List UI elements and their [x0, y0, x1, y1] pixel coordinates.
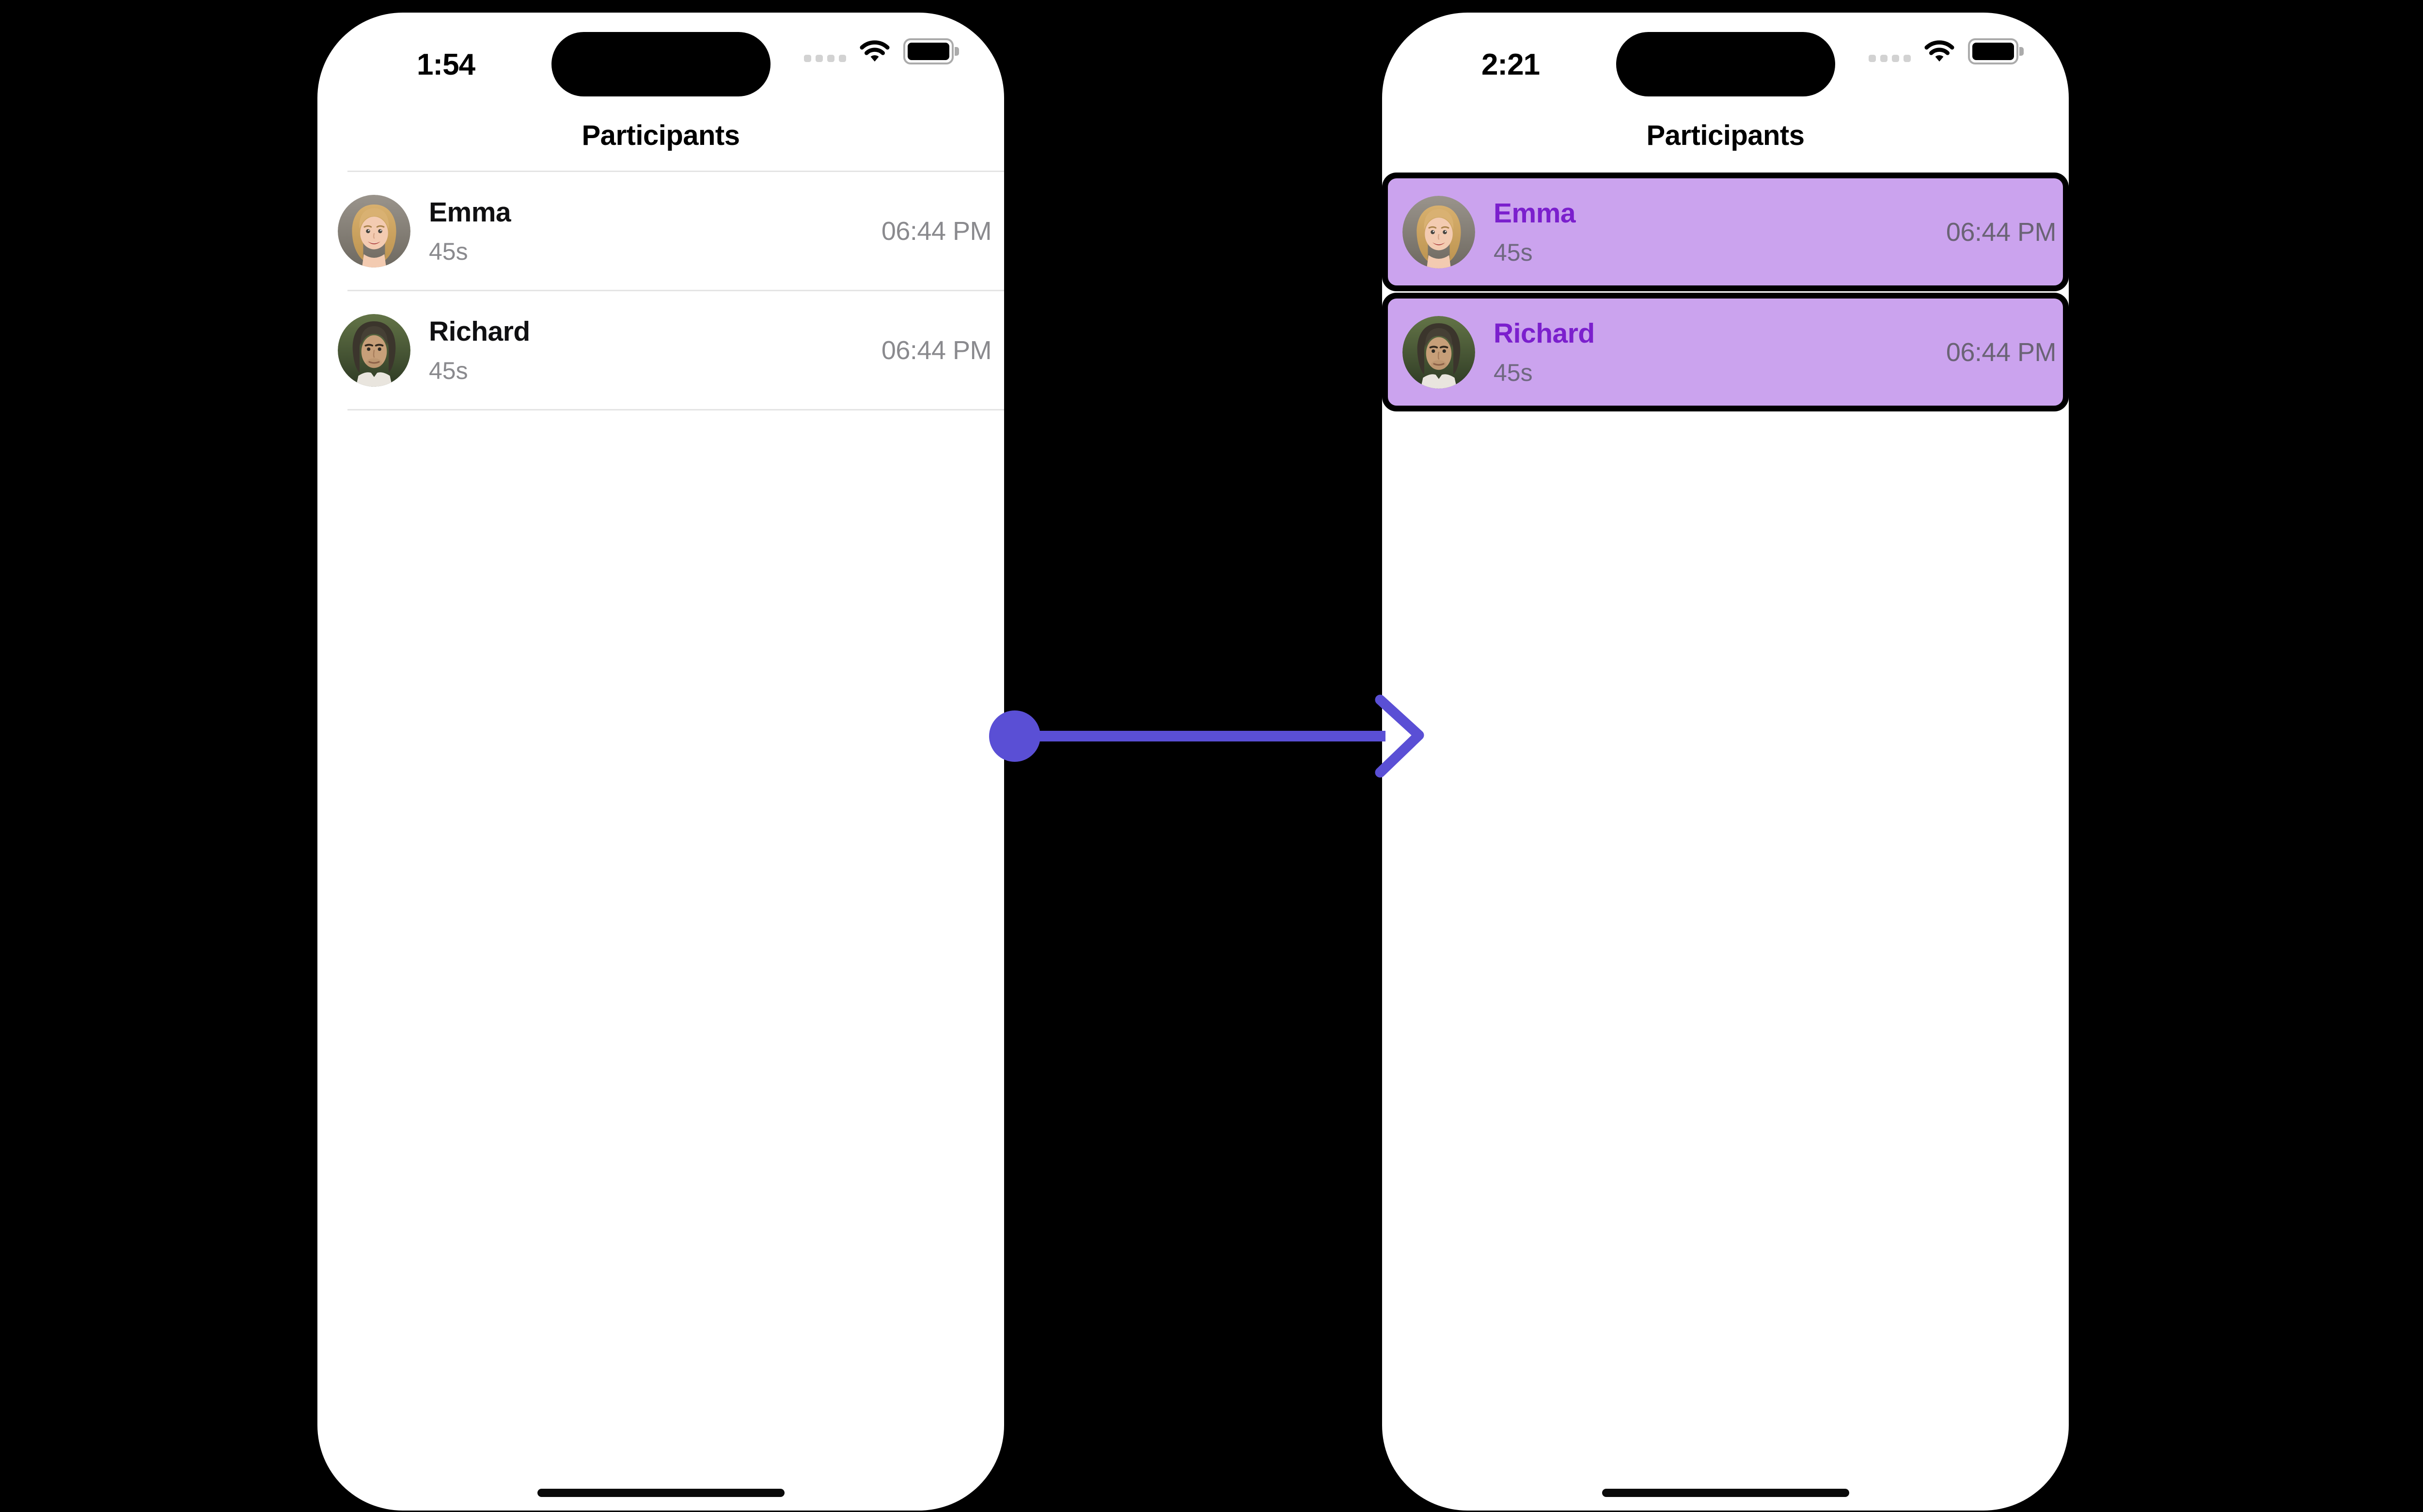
participant-row-emma[interactable]: Emma 45s 06:44 PM — [317, 172, 1004, 290]
participants-list: Emma 45s 06:44 PM Richard 45s 06:44 PM — [317, 171, 1004, 410]
participants-list-highlighted: Emma 45s 06:44 PM Richard 45s 06:44 PM — [1382, 173, 2069, 413]
participant-time: 06:44 PM — [1946, 217, 2057, 247]
avatar-emma — [338, 195, 410, 268]
participant-name: Richard — [429, 315, 530, 347]
participant-row-richard[interactable]: Richard 45s 06:44 PM — [317, 291, 1004, 409]
participant-time: 06:44 PM — [881, 335, 992, 365]
participant-time: 06:44 PM — [1946, 337, 2057, 367]
avatar-richard — [1402, 316, 1475, 389]
status-time: 2:21 — [1481, 48, 1540, 81]
participant-name: Emma — [429, 196, 511, 228]
separator — [347, 171, 1004, 172]
avatar-emma — [1402, 196, 1475, 268]
participant-name: Richard — [1494, 317, 1595, 349]
cellular-dots-icon — [1869, 54, 1911, 62]
arrow-shaft — [1014, 731, 1385, 741]
battery-icon — [903, 38, 959, 64]
page-title: Participants — [582, 120, 740, 151]
status-icons — [1869, 38, 2024, 64]
participant-duration: 45s — [429, 237, 468, 265]
phone-before: 1:54 Participants Emma 45s 06:44 P — [317, 13, 1004, 1511]
status-time: 1:54 — [416, 48, 475, 81]
avatar-richard — [338, 314, 410, 387]
participant-duration: 45s — [1494, 238, 1533, 266]
arrow-head-icon — [1375, 694, 1424, 778]
participant-row-richard-selected[interactable]: Richard 45s 06:44 PM — [1382, 293, 2069, 411]
status-icons — [804, 38, 959, 64]
participant-duration: 45s — [1494, 359, 1533, 386]
battery-icon — [1968, 38, 2024, 64]
participant-row-emma-selected[interactable]: Emma 45s 06:44 PM — [1382, 173, 2069, 291]
dynamic-island — [1616, 32, 1835, 96]
participant-duration: 45s — [429, 357, 468, 384]
separator — [347, 409, 1004, 410]
wifi-icon — [1924, 40, 1954, 62]
home-indicator[interactable] — [1602, 1489, 1849, 1497]
home-indicator[interactable] — [537, 1489, 785, 1497]
dynamic-island — [551, 32, 771, 96]
page-title: Participants — [1646, 120, 1805, 151]
participant-name: Emma — [1494, 197, 1576, 229]
separator — [347, 290, 1004, 291]
cellular-dots-icon — [804, 54, 846, 62]
participant-time: 06:44 PM — [881, 216, 992, 246]
wifi-icon — [860, 40, 890, 62]
phone-after: 2:21 Participants Emma 45s 06:44 PM — [1382, 13, 2069, 1511]
